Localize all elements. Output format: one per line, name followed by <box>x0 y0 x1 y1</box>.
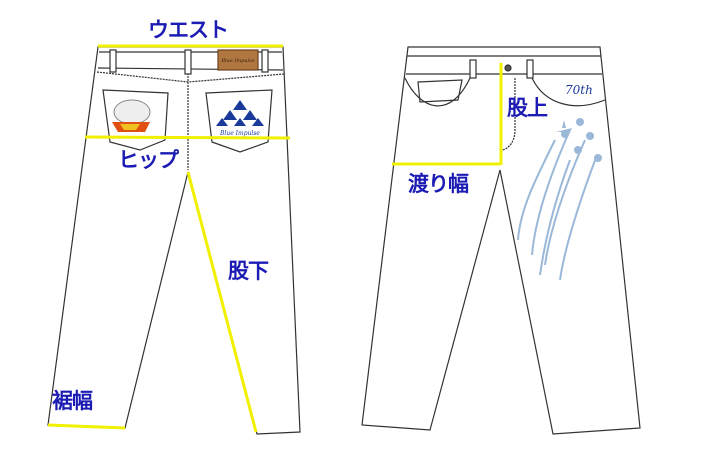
inseam-line <box>186 171 258 433</box>
hem-width-line <box>47 423 126 430</box>
hip-line <box>84 135 291 140</box>
measurement-lines <box>47 44 503 433</box>
waist-label: ウエスト <box>148 18 229 42</box>
front-jeans-outline <box>361 46 641 435</box>
back-patch-text: Blue Impulse <box>220 58 254 64</box>
hem-width-label: 裾幅 <box>52 389 93 413</box>
plane-icons <box>556 118 602 162</box>
front-coin-pocket <box>417 79 463 103</box>
back-pocket-logo-icon <box>216 100 264 126</box>
rise-label: 股上 <box>507 96 548 120</box>
plane-trails <box>517 129 598 281</box>
front-button-icon <box>504 64 512 72</box>
front-fly-stitch <box>501 78 516 151</box>
front-emblem-text: 70th <box>565 83 593 97</box>
back-leather-patch <box>217 49 259 71</box>
back-pocket-logo-text: Blue Impulse <box>219 130 260 137</box>
thigh-width-label: 渡り幅 <box>408 172 469 196</box>
inseam-label: 股下 <box>228 259 269 283</box>
hip-label: ヒップ <box>118 148 179 172</box>
back-pocket-emblem <box>112 99 151 132</box>
